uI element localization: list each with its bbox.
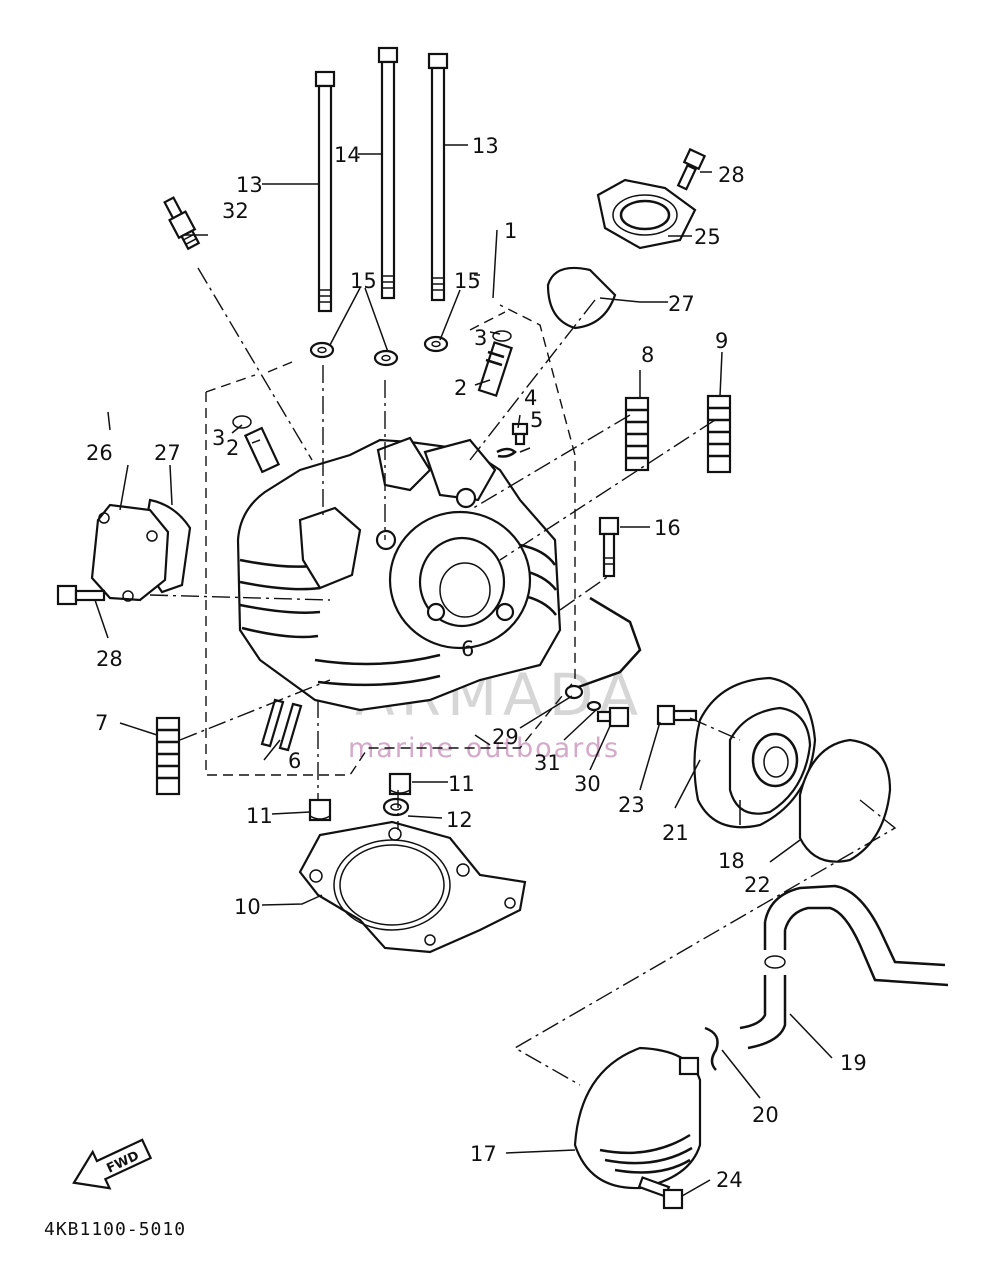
gasket-27-top — [546, 266, 617, 330]
callout-6: 6 — [461, 637, 474, 661]
drawing-code: 4KB1100-5010 — [44, 1219, 186, 1240]
forward-direction-arrow: FWD — [72, 1138, 153, 1190]
small-bolt-4 — [511, 422, 529, 446]
callout-3: 3 — [474, 326, 487, 350]
callout-18: 18 — [718, 849, 745, 873]
callout-27: 27 — [668, 292, 695, 316]
projection-lines — [149, 267, 897, 1086]
cylinder-head-bolt-right — [427, 52, 449, 302]
callout-6: 6 — [288, 749, 301, 773]
breather-hose-19 — [739, 884, 949, 1050]
clip-5 — [496, 447, 517, 458]
callout-32: 32 — [222, 199, 249, 223]
callout-13: 13 — [472, 134, 499, 158]
spark-plug — [163, 196, 201, 251]
callout-31: 31 — [534, 751, 561, 775]
valve-guide-outline — [469, 311, 506, 331]
callout-23: 23 — [618, 793, 645, 817]
callout-17: 17 — [470, 1142, 497, 1166]
washer-31 — [586, 700, 602, 712]
callout-28: 28 — [718, 163, 745, 187]
cylinder-head — [236, 436, 642, 752]
callout-14: 14 — [334, 143, 361, 167]
callout-27: 27 — [154, 441, 181, 465]
callout-13: 13 — [236, 173, 263, 197]
cylinder-head-assembly-outline — [205, 304, 576, 776]
bolt-23 — [656, 704, 698, 726]
callout-11: 11 — [246, 804, 273, 828]
callout-12: 12 — [446, 808, 473, 832]
callout-29: 29 — [492, 725, 519, 749]
valve-spring-9 — [706, 394, 732, 474]
cylinder-head-bolt-center — [377, 46, 399, 300]
callout-30: 30 — [574, 772, 601, 796]
washer-set — [309, 335, 449, 367]
bolt-30 — [596, 706, 630, 728]
breather-cover-17 — [573, 1046, 702, 1190]
callout-19: 19 — [840, 1051, 867, 1075]
callout-25: 25 — [694, 225, 721, 249]
callout-2: 2 — [226, 436, 239, 460]
valve-guides — [232, 330, 513, 474]
hose-clip-20 — [704, 1026, 719, 1071]
callout-24: 24 — [716, 1168, 743, 1192]
bolt-24 — [637, 1176, 684, 1210]
callout-15: 15 — [350, 269, 377, 293]
cylinder-head-bolt-left — [314, 70, 336, 313]
side-cover-26 — [90, 503, 170, 602]
callout-3: 3 — [212, 426, 225, 450]
bolt-28-top — [676, 147, 707, 191]
callout-21: 21 — [662, 821, 689, 845]
callout-15: 15 — [454, 269, 481, 293]
plate-18 — [728, 706, 812, 815]
callout-20: 20 — [752, 1103, 779, 1127]
valve-spring-7 — [155, 716, 181, 796]
o-ring-12 — [382, 797, 410, 817]
callout-labels: 1 2 2 3 3 4 5 6 6 7 8 9 10 11 11 12 13 1… — [86, 134, 867, 1192]
callout-22: 22 — [744, 873, 771, 897]
bolt-28-left — [56, 584, 106, 606]
callout-8: 8 — [641, 343, 654, 367]
callout-4: 4 — [524, 386, 537, 410]
washer-29 — [564, 684, 584, 700]
bolt-16 — [598, 516, 620, 578]
dowel-pin-left — [308, 798, 332, 822]
callout-1: 1 — [504, 219, 517, 243]
leader-lines — [94, 144, 833, 1197]
intake-joint-25 — [596, 178, 697, 250]
callout-5: 5 — [530, 408, 543, 432]
callout-10: 10 — [234, 895, 261, 919]
callout-9: 9 — [715, 329, 728, 353]
head-gasket-10 — [298, 820, 527, 954]
callout-16: 16 — [654, 516, 681, 540]
valve-spring-8 — [624, 396, 650, 472]
callout-11: 11 — [448, 772, 475, 796]
callout-2: 2 — [454, 376, 467, 400]
callout-7: 7 — [95, 711, 108, 735]
callout-28: 28 — [96, 647, 123, 671]
gasket-22 — [798, 738, 892, 863]
dowel-pin-right — [388, 772, 412, 796]
callout-26: 26 — [86, 441, 113, 465]
